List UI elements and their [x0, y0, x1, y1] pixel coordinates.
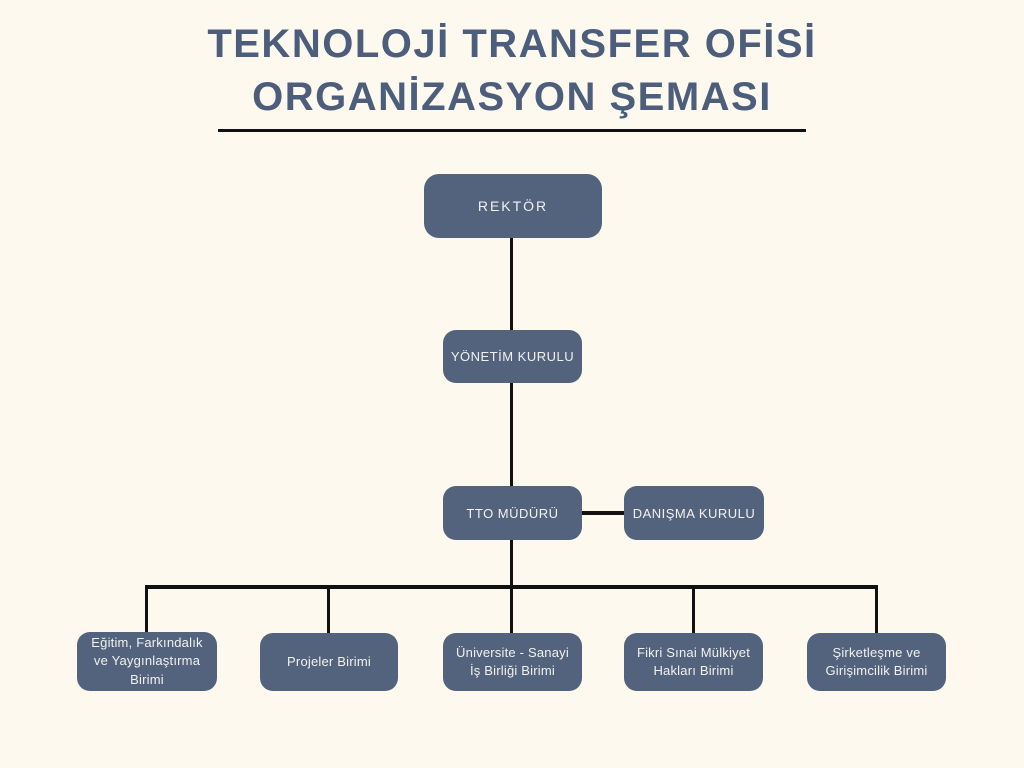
page-title-line1: TEKNOLOJİ TRANSFER OFİSİ: [207, 22, 817, 66]
connector-rektor-yonetim: [510, 238, 513, 330]
connector-tto-danisma: [582, 511, 624, 515]
node-yonetim-kurulu-label: YÖNETİM KURULU: [450, 349, 575, 364]
node-fikri-sinai-birimi-label: Fikri Sınai Mülkiyet Hakları Birimi: [636, 644, 751, 679]
node-projeler-birimi: Projeler Birimi: [260, 633, 398, 691]
node-danisma-kurulu-label: DANIŞMA KURULU: [632, 505, 756, 521]
connector-drop-projeler: [327, 585, 330, 637]
page-title-line2: ORGANİZASYON ŞEMASI: [252, 75, 772, 119]
connector-drop-universite: [510, 585, 513, 637]
node-universite-sanayi-birimi: Üniversite - Sanayi İş Birliği Birimi: [443, 633, 582, 691]
node-danisma-kurulu: DANIŞMA KURULU: [624, 486, 764, 540]
connector-tto-bus: [510, 540, 513, 589]
connector-drop-fikri: [692, 585, 695, 637]
node-fikri-sinai-birimi: Fikri Sınai Mülkiyet Hakları Birimi: [624, 633, 763, 691]
node-sirketlesme-birimi-label: Şirketleşme ve Girişimcilik Birimi: [825, 644, 928, 679]
connector-drop-sirketlesme: [875, 585, 878, 637]
node-sirketlesme-birimi: Şirketleşme ve Girişimcilik Birimi: [807, 633, 946, 691]
connector-yonetim-tto: [510, 383, 513, 486]
node-yonetim-kurulu: YÖNETİM KURULU: [443, 330, 582, 383]
node-rektor: REKTÖR: [424, 174, 602, 238]
node-universite-sanayi-birimi-label: Üniversite - Sanayi İş Birliği Birimi: [456, 644, 569, 679]
node-rektor-label: REKTÖR: [477, 198, 549, 214]
title-underline: [218, 129, 806, 132]
node-projeler-birimi-label: Projeler Birimi: [287, 653, 371, 669]
node-egitim-birimi-label: Eğitim, Farkındalık ve Yaygınlaştırma Bi…: [91, 634, 203, 687]
connector-drop-egitim: [145, 585, 148, 637]
node-tto-muduru-label: TTO MÜDÜRÜ: [466, 505, 559, 521]
page-title: TEKNOLOJİ TRANSFER OFİSİ ORGANİZASYON ŞE…: [0, 18, 1024, 124]
node-tto-muduru: TTO MÜDÜRÜ: [443, 486, 582, 540]
node-egitim-birimi: Eğitim, Farkındalık ve Yaygınlaştırma Bi…: [77, 632, 217, 691]
